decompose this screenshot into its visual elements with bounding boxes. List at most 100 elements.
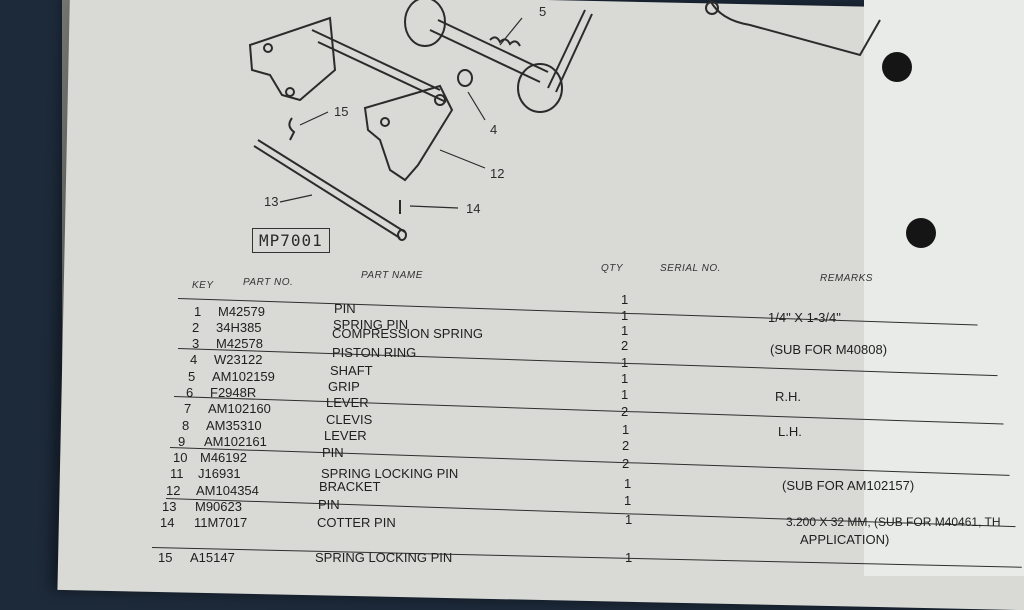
header-key: KEY [192,280,214,291]
table-row: 10 M46192 PIN 2 [0,438,1024,467]
table-cell: COTTER PIN [317,515,396,530]
callout-12: 12 [490,166,505,181]
table-cell: W23122 [214,352,263,367]
table-row: 7 AM102160 LEVER 1 R.H. [0,387,1024,418]
table-cell: LEVER [324,428,367,443]
table-row: 11 J16931 SPRING LOCKING PIN 2 [0,456,1024,483]
table-cell: 1 [624,493,632,508]
table-cell: COMPRESSION SPRING [332,326,483,341]
binder-hole [882,52,912,82]
table-cell: APPLICATION) [800,532,890,547]
header-serial-no: SERIAL NO. [660,263,721,274]
table-row: 3 M42578 COMPRESSION SPRING 1 [0,323,1024,353]
binder-hole [906,218,936,248]
table-cell: AM102160 [208,401,271,416]
table-cell: BRACKET [319,479,381,494]
bracket-plate [363,84,454,182]
table-cell: F2948R [210,385,257,400]
callout-5: 5 [539,4,547,19]
piston-ring [457,69,473,87]
table-cell: 1 [621,371,629,386]
table-cell: M42579 [218,304,265,319]
callout-13: 13 [264,194,279,209]
next-sheet [864,0,1024,576]
table-cell: 3 [192,336,200,351]
table-cell: LEVER [326,395,369,410]
table-cell: 1 [625,550,633,565]
table-cell: 14 [160,515,175,530]
table-cell: 2 [192,320,200,335]
table-cell: 2 [621,404,629,419]
disc-right [517,63,563,113]
table-cell: 4 [190,352,198,367]
table-cell: PIN [334,301,356,316]
table-cell: 8 [182,418,190,433]
table-cell: 11M7017 [194,515,248,530]
callout-15: 15 [334,104,349,119]
table-cell: 1 [622,422,630,437]
table-cell: 2 [622,456,630,471]
table-row: 2 34H385 SPRING PIN 1 1/4" X 1-3/4" [0,308,1024,337]
table-cell: 2 [622,438,630,453]
table-cell: CLEVIS [326,412,373,427]
table-row: 4 W23122 PISTON RING 2 (SUB FOR M40808) [0,338,1024,369]
table-cell: 10 [173,450,188,465]
locking-pin-15 [288,117,296,141]
disc-left [404,0,446,47]
table-cell: SPRING PIN [333,317,409,332]
header-qty: QTY [601,263,624,274]
table-cell: 1 [624,476,632,491]
upper-right-frame [709,0,881,57]
table-cell: 2 [621,338,629,353]
table-row: 12 AM104354 BRACKET 1 (SUB FOR AM102157) [0,476,1024,500]
table-cell: 1 [194,304,202,319]
table-cell: L.H. [778,424,802,439]
table-cell: J16931 [198,466,241,481]
cross-shaft [311,29,447,103]
table-cell: 12 [166,483,181,498]
table-cell: PIN [322,445,344,460]
table-cell: 7 [184,401,192,416]
table-cell: 3.200 X 32 MM, (SUB FOR M40461, TH [786,515,1001,529]
upper-shaft [429,19,549,83]
spring [489,36,521,47]
table-cell: AM102159 [212,369,275,384]
figure-code-box: MP7001 [252,228,330,253]
table-cell: 1 [621,292,629,307]
table-cell: (SUB FOR AM102157) [782,478,915,493]
table-cell: AM104354 [196,483,259,498]
table-cell: 1 [621,323,629,338]
table-cell: 6 [186,385,194,400]
table-cell: AM102161 [204,434,267,449]
handle-rod [547,9,593,93]
header-part-no: PART NO. [243,277,294,288]
table-cell: 11 [170,466,184,481]
lever-plate-left [248,16,337,102]
table-cell: 1 [625,512,633,527]
callout-14: 14 [466,201,481,216]
table-cell: 34H385 [216,320,262,335]
table-cell: (SUB FOR M40808) [770,342,888,357]
table-cell: 1 [621,355,629,370]
table-cell: M42578 [216,336,263,351]
table-cell: 15 [158,550,173,565]
table-cell: PISTON RING [332,345,417,360]
table-row: 9 AM102161 LEVER 1 L.H. [0,422,1024,451]
table-cell: AM35310 [206,418,262,433]
table-cell: SPRING LOCKING PIN [321,466,459,481]
table-cell: 1 [621,387,629,402]
table-cell: PIN [318,497,340,512]
table-cell: 1/4" X 1-3/4" [768,310,841,325]
table-cell: M46192 [200,450,247,465]
table-row: 8 AM35310 CLEVIS 2 [0,404,1024,435]
table-row: 14 11M7017 COTTER PIN 1 3.200 X 32 MM, (SU… [0,512,1024,547]
table-cell: 9 [178,434,186,449]
table-cell: R.H. [775,389,801,404]
pin-13 [253,139,406,239]
table-cell: 1 [621,308,629,323]
table-cell: SPRING LOCKING PIN [315,550,453,565]
